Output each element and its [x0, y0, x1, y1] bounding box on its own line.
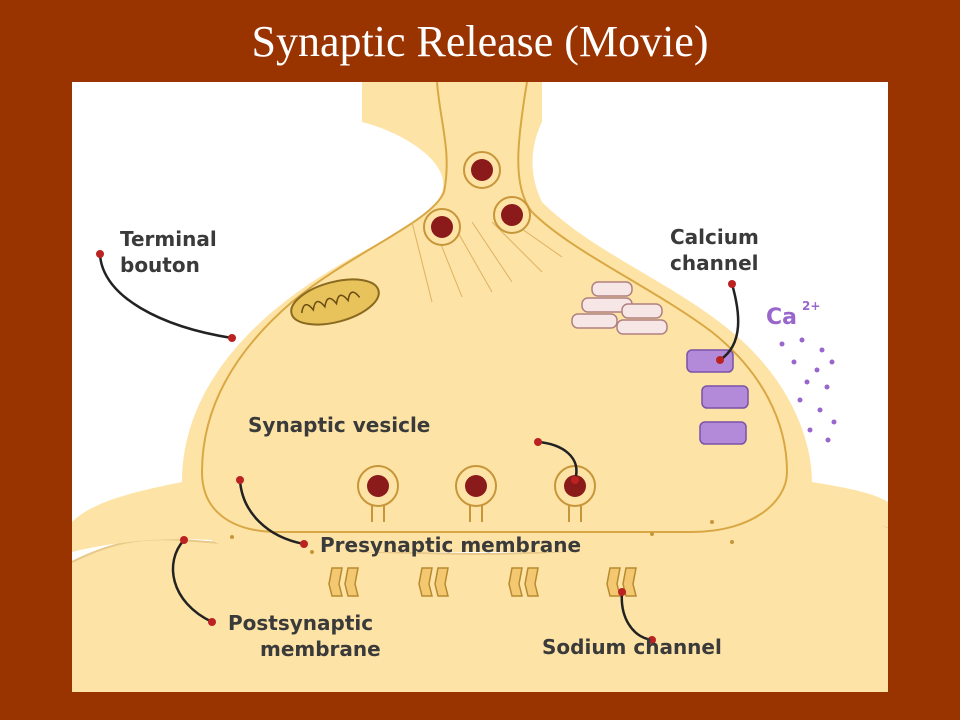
slide-title: Synaptic Release (Movie) [251, 17, 709, 66]
calcium-channels [686, 349, 749, 445]
label-calcium-channel-1: Calcium [670, 225, 759, 249]
terminal-bouton [182, 82, 812, 552]
mitochondrion [290, 278, 380, 326]
calcium-ions [779, 337, 837, 443]
label-calcium-channel-2: channel [670, 251, 759, 275]
label-synaptic-vesicle: Synaptic vesicle [248, 413, 430, 437]
postsynaptic-cell [72, 520, 888, 692]
leader-lines [98, 253, 740, 642]
label-sodium-channel: Sodium channel [542, 635, 722, 659]
synapse-diagram: Terminal bouton Calcium channel Ca 2+ Sy… [72, 82, 888, 692]
label-postsynaptic-membrane-2: membrane [260, 637, 381, 661]
sodium-channels [328, 567, 637, 597]
label-presynaptic-membrane: Presynaptic membrane [320, 533, 581, 557]
label-calcium-ion: Ca [766, 305, 797, 330]
docked-vesicles [357, 465, 596, 522]
golgi-stack [571, 281, 668, 335]
label-calcium-charge: 2+ [802, 299, 820, 313]
label-terminal-bouton-1: Terminal [120, 227, 217, 251]
leader-dots [96, 250, 736, 644]
neurotransmitter-dots [230, 520, 734, 554]
upper-vesicles [423, 151, 531, 246]
label-terminal-bouton-2: bouton [120, 253, 200, 277]
label-postsynaptic-membrane-1: Postsynaptic [228, 611, 373, 635]
